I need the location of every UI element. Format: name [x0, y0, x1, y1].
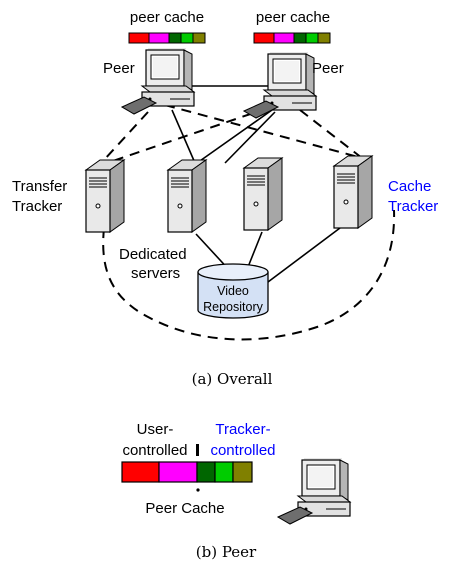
cache-tracker-label: Cache Tracker [388, 178, 438, 215]
caption-peer: (b) Peer [196, 543, 257, 561]
video-repository-label-line2: Repository [203, 300, 263, 314]
link-peer-right-to-transfer-tracker [109, 107, 269, 163]
transfer-tracker-label-line2: Tracker [12, 198, 62, 215]
user-controlled-label-line1: User- [137, 421, 174, 438]
cache-tracker-server-icon [333, 155, 373, 229]
link-peer-right-to-server-2 [224, 111, 276, 164]
pointer-dot [196, 488, 200, 492]
video-repository-label: Video Repository [203, 284, 263, 314]
link-peer-left-to-cache-tracker [164, 104, 363, 159]
link-peer-left-to-server [171, 109, 196, 164]
link-peer-left-to-transfer-tracker [103, 111, 149, 161]
peer-cache-label-left: peer cache [130, 9, 204, 26]
video-repository-label-line1: Video [217, 284, 249, 298]
divider-marker [196, 444, 199, 456]
transfer-tracker-label-line1: Transfer [12, 178, 67, 195]
tracker-controlled-label-line2: controlled [210, 442, 275, 459]
link-peer-right-to-cache-tracker [299, 109, 363, 159]
peer-detail-computer-icon [277, 457, 351, 525]
cache-tracker-label-line2: Tracker [388, 198, 438, 215]
cache-tracker-label-line1: Cache [388, 178, 431, 195]
dedicated-server-2-icon [243, 157, 283, 231]
dedicated-servers-label-line2: servers [131, 265, 180, 282]
tracker-controlled-label: Tracker- controlled [210, 421, 275, 459]
dedicated-servers-label: Dedicated servers [119, 246, 187, 282]
tracker-controlled-label-line1: Tracker- [215, 421, 270, 438]
dashed-loop [102, 209, 396, 341]
transfer-tracker-label: Transfer Tracker [12, 178, 67, 215]
peer-label-left: Peer [103, 60, 135, 77]
peer-cache-label-right: peer cache [256, 9, 330, 26]
caption-overall: (a) Overall [192, 370, 273, 388]
dedicated-server-1-icon [167, 159, 207, 233]
peer-label-right: Peer [312, 60, 344, 77]
link-peer-right-to-server [196, 109, 273, 164]
video-repository-icon [197, 263, 269, 319]
link-server3-to-repository [267, 227, 341, 283]
peer-cache-bar-left [128, 32, 206, 44]
transfer-tracker-server-icon [85, 159, 125, 233]
user-controlled-label: User- controlled [122, 421, 187, 459]
link-server2-to-repository [247, 231, 263, 268]
user-controlled-label-line2: controlled [122, 442, 187, 459]
peer-left-computer-icon [121, 47, 195, 115]
peer-cache-label: Peer Cache [145, 500, 224, 517]
peer-cache-bar-right [253, 32, 331, 44]
dedicated-servers-label-line1: Dedicated [119, 246, 187, 263]
peer-right-computer-icon [243, 51, 317, 119]
peer-cache-bar-detail [121, 461, 253, 483]
